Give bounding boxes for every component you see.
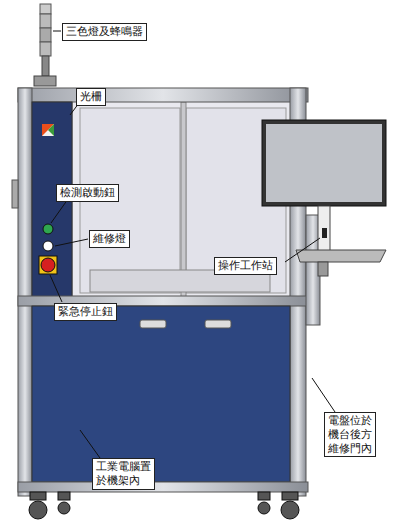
tower-light: [34, 4, 56, 86]
leader-lines: [50, 31, 335, 458]
maintenance-lamp: [43, 241, 53, 251]
start-button-label: 檢測啟動鈕: [56, 184, 119, 202]
casters: [29, 492, 299, 519]
maintenance-lamp-label: 維修燈: [89, 230, 130, 248]
estop-label: 緊急停止鈕: [54, 303, 117, 321]
light-curtain-label: 光柵: [76, 88, 106, 106]
estop-base: [39, 256, 57, 274]
emergency-stop: [41, 258, 55, 272]
logo: [42, 124, 54, 136]
monitor-station: [262, 120, 386, 276]
panel-label: 電盤位於 機台後方 維修門內: [324, 412, 376, 457]
start-button: [43, 224, 53, 234]
tower-light-label: 三色燈及蜂鳴器: [62, 23, 147, 41]
station-label: 操作工作站: [214, 257, 277, 275]
pc-label: 工業電腦置 於機架內: [92, 458, 155, 490]
